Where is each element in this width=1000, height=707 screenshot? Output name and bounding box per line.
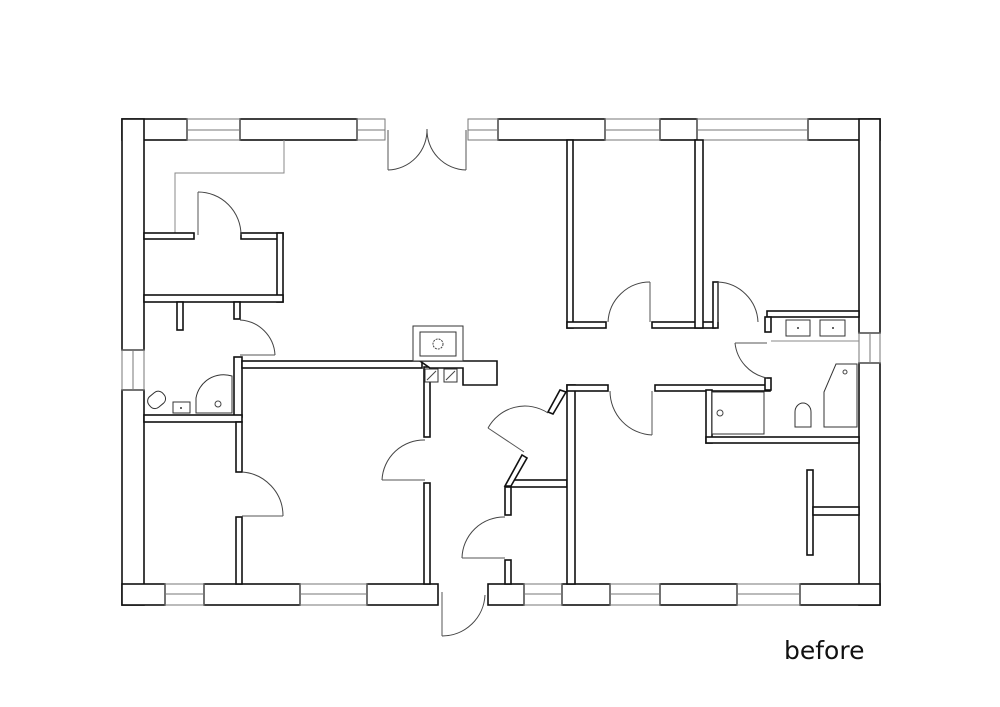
doors <box>197 128 768 637</box>
wc-bathroom-fixtures <box>147 374 233 414</box>
fireplace <box>412 325 464 383</box>
windows <box>121 118 881 606</box>
interior-walls <box>143 139 860 585</box>
fixtures <box>147 319 859 435</box>
main-bathroom-fixtures <box>711 319 859 435</box>
plan-caption: before <box>784 636 865 665</box>
exterior-walls <box>121 118 881 606</box>
